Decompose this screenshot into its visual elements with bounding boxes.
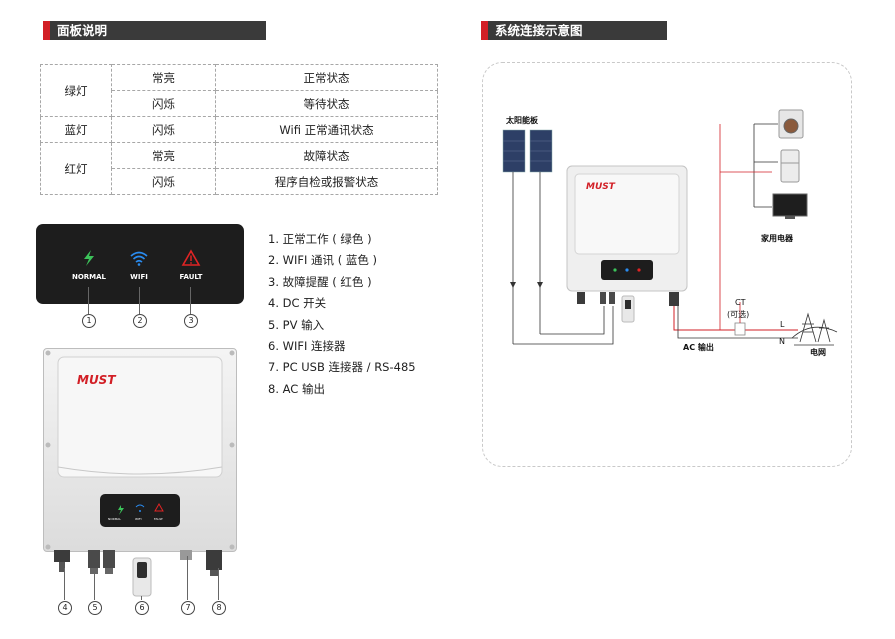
led-status-cell: 故障状态 bbox=[215, 142, 438, 169]
wifi-label: WIFI bbox=[130, 273, 148, 281]
list-item: 5. PV 输入 bbox=[268, 317, 325, 332]
callout-leader bbox=[141, 596, 142, 600]
warning-icon bbox=[181, 249, 201, 266]
live-label: L bbox=[780, 320, 785, 329]
led-color-cell: 蓝灯 bbox=[40, 116, 112, 143]
neutral-label: N bbox=[779, 337, 785, 346]
panel-section-title: 面板说明 bbox=[57, 23, 108, 38]
led-color-cell: 绿灯 bbox=[40, 64, 112, 117]
normal-label: NORMAL bbox=[71, 273, 107, 281]
parts-list: 1. 正常工作 ( 绿色 ) 2. WIFI 通讯 ( 蓝色 ) 3. 故障提醒… bbox=[268, 229, 416, 400]
callout-leader bbox=[88, 287, 89, 314]
wifi-icon bbox=[130, 251, 148, 266]
inverter-front-view: MUST NORMAL WIFI FAULT bbox=[43, 348, 237, 552]
callout-leader bbox=[64, 568, 65, 600]
led-mode-cell: 闪烁 bbox=[111, 168, 216, 195]
mini-fault-label: FAULT bbox=[154, 517, 163, 521]
brand-logo: MUST bbox=[77, 373, 116, 387]
callout-7: 7 bbox=[181, 601, 195, 615]
led-status-table: 绿灯 常亮 正常状态 闪烁 等待状态 蓝灯 闪烁 Wifi 正常通讯状态 红灯 … bbox=[40, 64, 438, 195]
callout-2: 2 bbox=[133, 314, 147, 328]
led-mode-cell: 闪烁 bbox=[111, 116, 216, 143]
mini-wifi-label: WIFI bbox=[135, 517, 142, 521]
system-section-title: 系统连接示意图 bbox=[495, 23, 583, 38]
callout-8: 8 bbox=[212, 601, 226, 615]
list-item: 8. AC 输出 bbox=[268, 381, 325, 396]
diagram-brand-logo: MUST bbox=[586, 182, 615, 192]
callout-6: 6 bbox=[135, 601, 149, 615]
callout-leader bbox=[187, 556, 188, 600]
system-diagram bbox=[502, 109, 838, 346]
list-item: 3. 故障提醒 ( 红色 ) bbox=[268, 274, 372, 289]
table-row: 闪烁 程序自检或报警状态 bbox=[41, 168, 438, 195]
led-status-cell: 程序自检或报警状态 bbox=[215, 168, 438, 195]
callout-3: 3 bbox=[184, 314, 198, 328]
led-mode-cell: 常亮 bbox=[111, 142, 216, 169]
list-item: 4. DC 开关 bbox=[268, 296, 327, 311]
ct-label: CT bbox=[735, 298, 746, 307]
ac-output-label: AC 输出 bbox=[683, 343, 714, 352]
table-row: 绿灯 常亮 正常状态 bbox=[40, 64, 438, 117]
grid-towers bbox=[791, 312, 838, 346]
callout-leader bbox=[94, 568, 95, 600]
list-item: 6. WIFI 连接器 bbox=[268, 338, 346, 353]
appliance-label: 家用电器 bbox=[761, 234, 793, 243]
table-row: 蓝灯 闪烁 Wifi 正常通讯状态 bbox=[40, 116, 438, 143]
grid-label: 电网 bbox=[810, 348, 826, 357]
led-status-cell: 正常状态 bbox=[215, 64, 438, 91]
list-item: 7. PC USB 连接器 / RS-485 bbox=[268, 360, 416, 375]
led-mode-cell: 闪烁 bbox=[111, 90, 216, 117]
table-row: 红灯 常亮 故障状态 bbox=[40, 142, 438, 195]
mini-normal-label: NORMAL bbox=[108, 517, 122, 521]
led-panel: NORMAL WIFI FAULT bbox=[36, 224, 244, 304]
system-diagram-frame bbox=[482, 62, 852, 467]
callout-4: 4 bbox=[58, 601, 72, 615]
led-status-cell: Wifi 正常通讯状态 bbox=[215, 116, 438, 143]
lightning-icon bbox=[84, 250, 94, 266]
panel-section-header: 面板说明 bbox=[43, 21, 266, 40]
inverter-body bbox=[45, 350, 235, 550]
callout-5: 5 bbox=[88, 601, 102, 615]
led-mode-cell: 常亮 bbox=[111, 64, 216, 91]
system-section-header: 系统连接示意图 bbox=[481, 21, 667, 40]
callout-leader bbox=[190, 287, 191, 314]
led-status-cell: 等待状态 bbox=[215, 90, 438, 117]
solar-panels bbox=[502, 129, 553, 173]
callout-leader bbox=[139, 287, 140, 314]
ct-optional-label: (可选) bbox=[727, 310, 750, 319]
callout-1: 1 bbox=[82, 314, 96, 328]
led-color-cell: 红灯 bbox=[40, 142, 112, 195]
solar-panel-label: 太阳能板 bbox=[506, 116, 538, 125]
callout-leader bbox=[218, 568, 219, 600]
inverter-connectors bbox=[54, 550, 222, 597]
fault-label: FAULT bbox=[179, 273, 203, 281]
list-item: 1. 正常工作 ( 绿色 ) bbox=[268, 232, 372, 246]
list-item: 2. WIFI 通讯 ( 蓝色 ) bbox=[268, 253, 377, 268]
table-row: 闪烁 等待状态 bbox=[41, 90, 438, 117]
